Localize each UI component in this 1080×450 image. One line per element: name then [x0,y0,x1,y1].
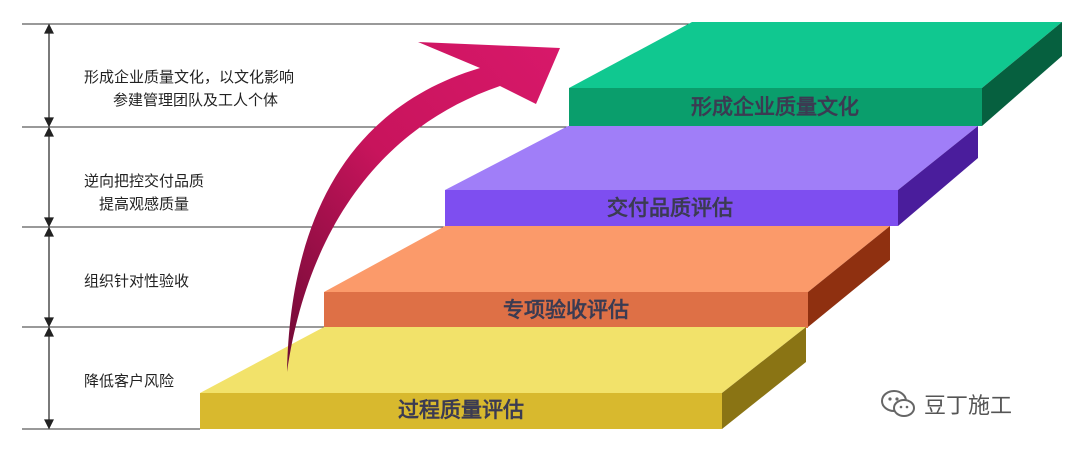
step-front-face [200,393,722,429]
row-description-3: 组织针对性验收 [84,270,384,293]
step-label-3: 交付品质评估 [607,196,733,220]
step-4: 形成企业质量文化 [569,22,1062,126]
step-top-face [200,327,806,393]
step-side-face [898,126,978,226]
step-3: 交付品质评估 [445,126,978,226]
curved-arrow-icon [287,42,560,372]
wechat-icon [881,390,915,417]
description-line: 组织针对性验收 [84,272,190,290]
range-arrow [44,126,54,228]
step-label-4: 形成企业质量文化 [691,95,859,119]
step-label-2: 专项验收评估 [503,298,629,322]
step-top-face [445,126,978,190]
range-arrow [44,23,54,128]
description-line: 参建管理团队及工人个体 [113,91,279,109]
description-line: 形成企业质量文化，以文化影响 [84,68,295,86]
step-front-face [569,88,982,126]
step-label-1: 过程质量评估 [398,398,524,422]
step-1: 过程质量评估 [200,327,806,429]
step-side-face [808,226,890,327]
step-2: 专项验收评估 [324,226,890,328]
description-line: 降低客户风险 [84,372,175,390]
description-line: 提高观感质量 [99,195,190,213]
step-front-face [324,292,808,328]
step-top-face [569,22,1062,88]
row-separators [22,23,692,430]
step-side-face [982,22,1062,126]
range-arrow [44,326,54,430]
step-side-face [722,327,806,429]
step-front-face [445,190,898,226]
range-arrow [44,226,54,328]
watermark: 豆丁施工 [880,384,1012,424]
row-description-2: 逆向把控交付品质 提高观感质量 [84,170,384,216]
row-description-4: 降低客户风险 [84,370,384,393]
description-line: 逆向把控交付品质 [84,172,205,190]
step-top-face [324,226,890,292]
range-arrows [44,23,54,430]
watermark-text: 豆丁施工 [924,394,1013,419]
row-description-1: 形成企业质量文化，以文化影响 参建管理团队及工人个体 [84,66,384,112]
